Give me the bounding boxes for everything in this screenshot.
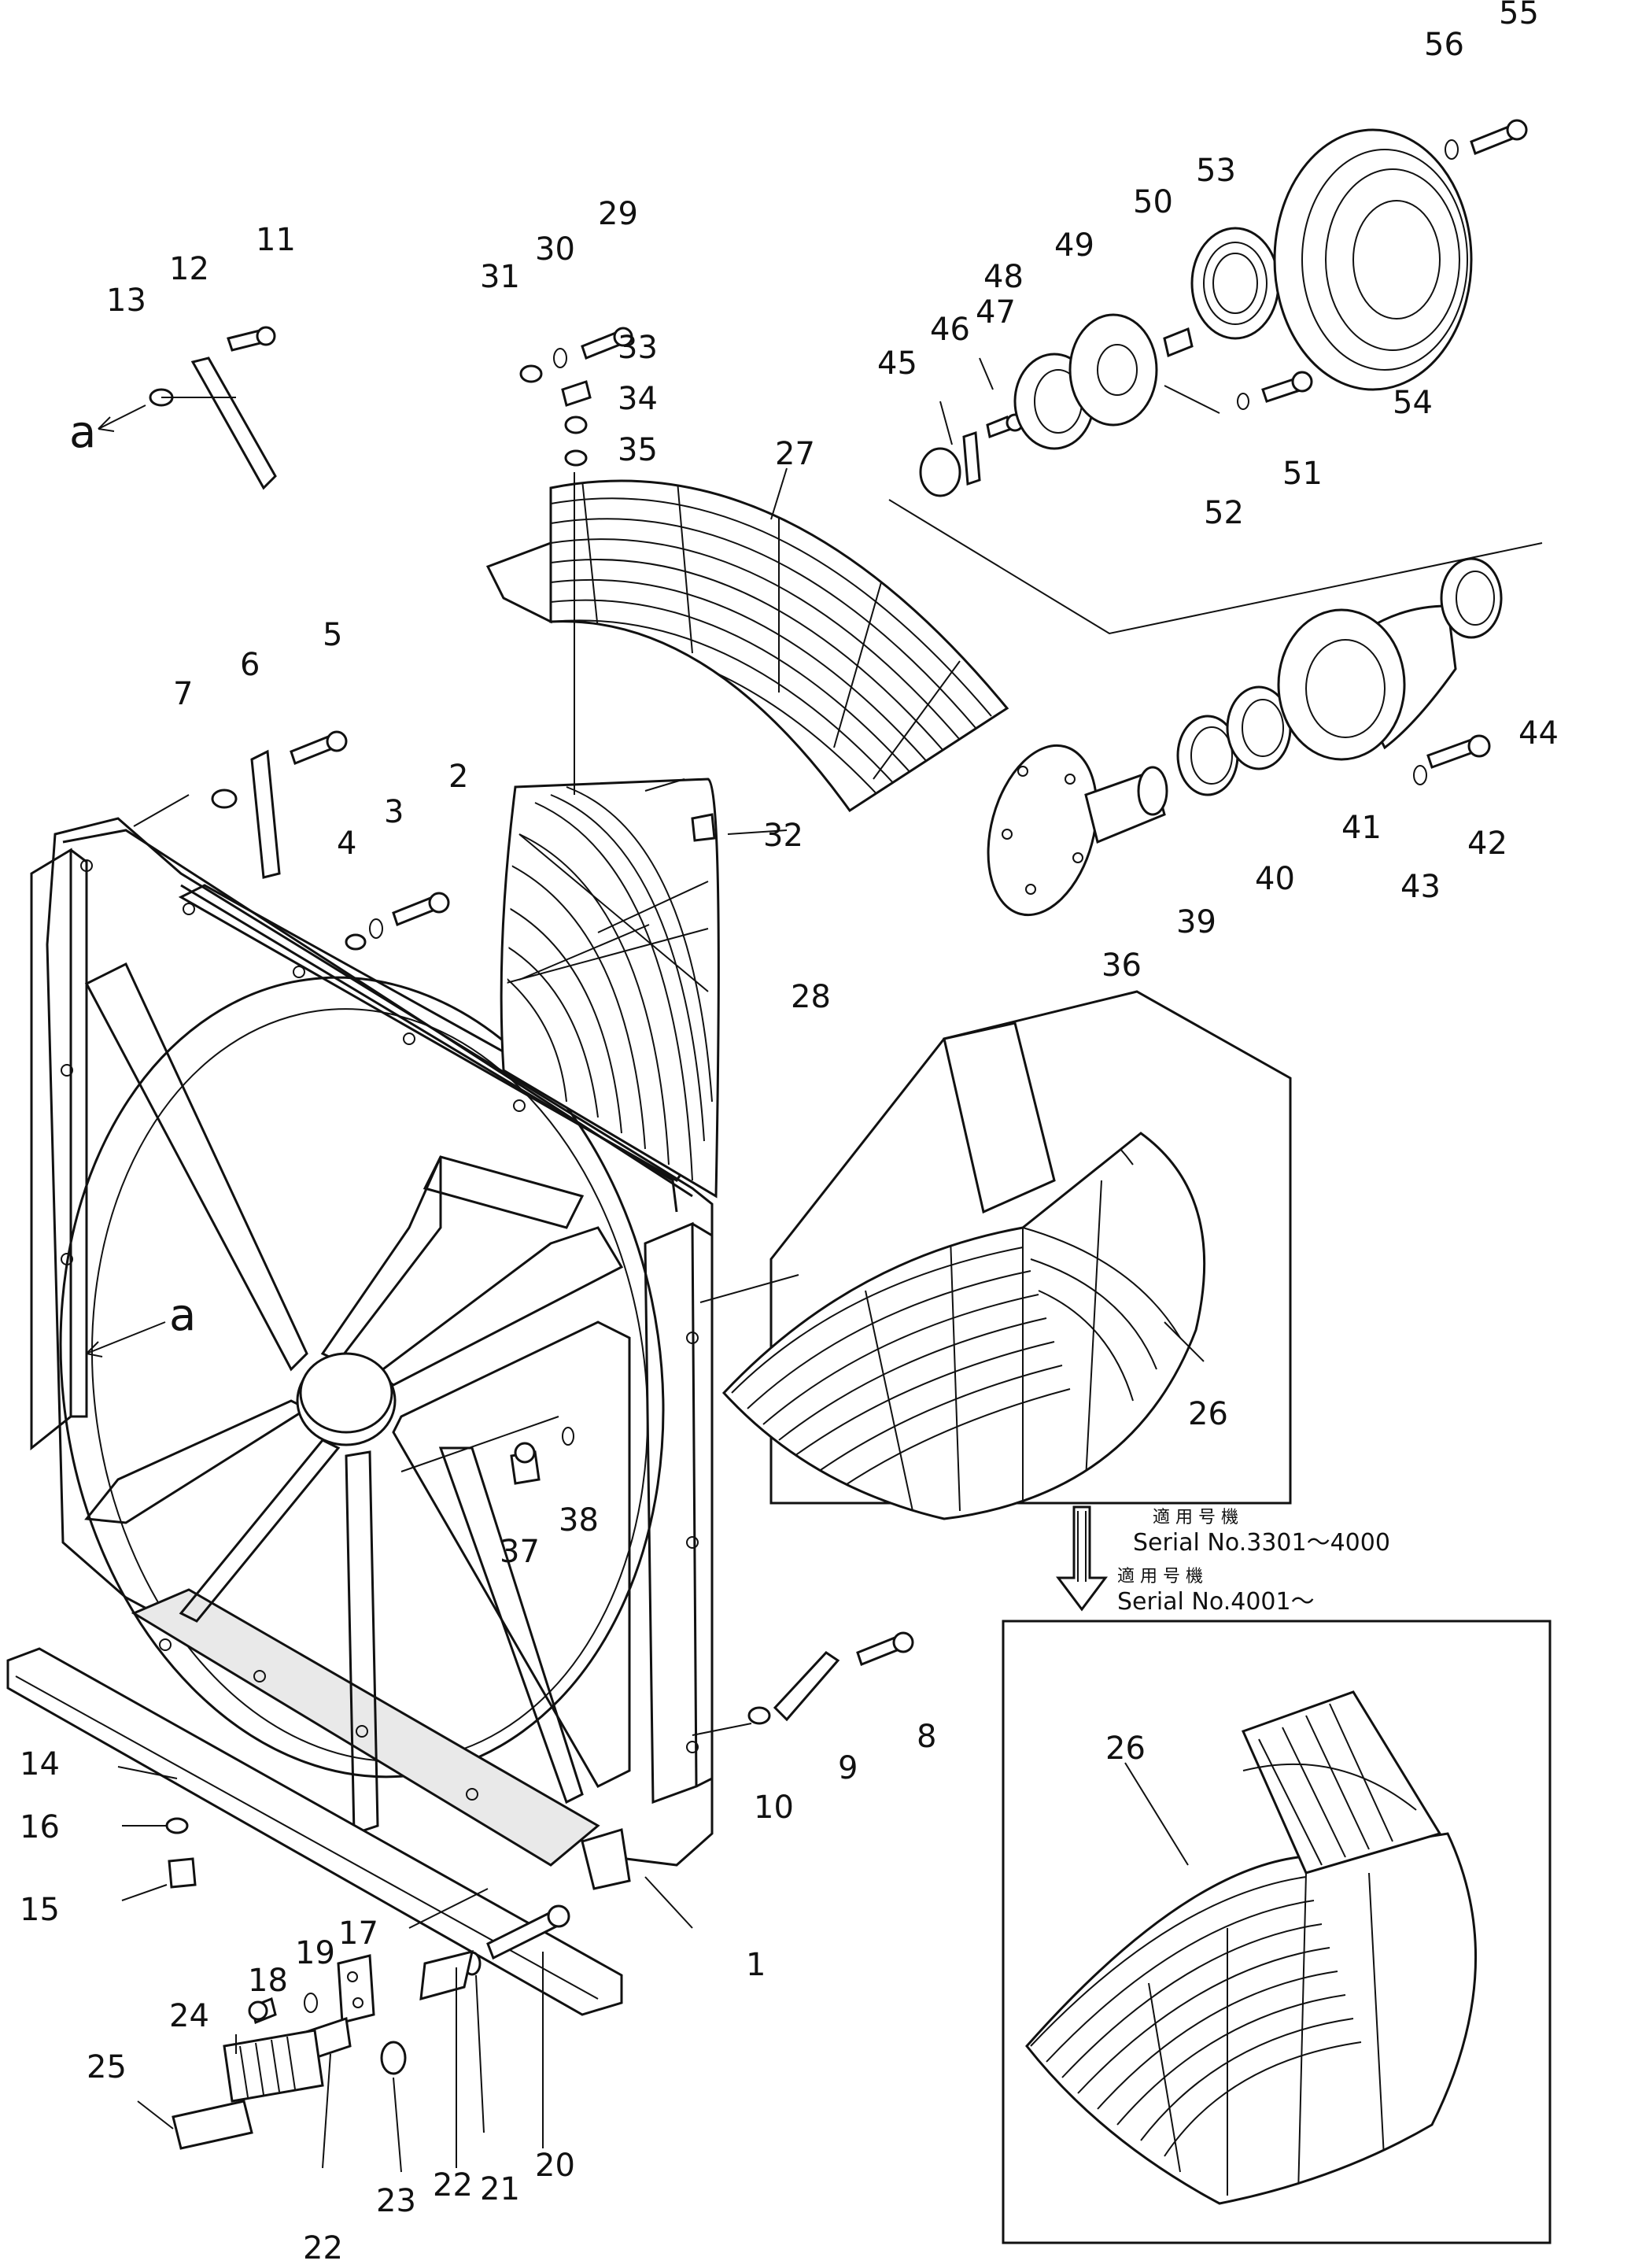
label-11: 11 bbox=[256, 222, 296, 258]
label-12: 12 bbox=[169, 251, 209, 287]
label-3: 3 bbox=[384, 794, 404, 830]
label-22a: 22 bbox=[433, 2167, 473, 2203]
label-54: 54 bbox=[1393, 385, 1433, 421]
label-43: 43 bbox=[1400, 869, 1441, 905]
label-21: 21 bbox=[480, 2171, 520, 2207]
label-13: 13 bbox=[106, 283, 146, 319]
serial-range-2: Serial No.4001～ bbox=[1117, 1588, 1315, 1616]
label-42: 42 bbox=[1467, 826, 1507, 862]
label-29: 29 bbox=[598, 196, 638, 232]
label-34: 34 bbox=[618, 381, 658, 417]
label-48: 48 bbox=[983, 259, 1024, 295]
label-40: 40 bbox=[1255, 861, 1295, 897]
label-50: 50 bbox=[1133, 184, 1173, 220]
label-53: 53 bbox=[1196, 153, 1236, 189]
label-55: 55 bbox=[1499, 0, 1539, 31]
fan-hub-assembly bbox=[888, 119, 1543, 917]
reference-arrows bbox=[86, 404, 166, 1357]
serial-range-1: Serial No.3301～4000 bbox=[1133, 1529, 1390, 1557]
part-labels: 1 2 3 4 5 6 7 8 9 10 11 12 13 14 15 16 1… bbox=[20, 0, 1559, 2266]
label-15: 15 bbox=[20, 1892, 60, 1928]
label-16: 16 bbox=[20, 1809, 60, 1845]
label-18: 18 bbox=[248, 1963, 288, 1999]
detail-box-guard-4001 bbox=[1002, 1620, 1552, 2244]
label-2: 2 bbox=[448, 759, 468, 795]
label-33: 33 bbox=[618, 330, 658, 366]
label-30: 30 bbox=[535, 231, 575, 268]
label-22b: 22 bbox=[303, 2230, 343, 2264]
label-37: 37 bbox=[500, 1534, 540, 1570]
label-46: 46 bbox=[930, 312, 970, 348]
applicable-models-label-1: 適 用 号 機 bbox=[1153, 1508, 1238, 1527]
label-4: 4 bbox=[337, 826, 356, 862]
label-45: 45 bbox=[877, 345, 917, 382]
reference-a-top: a bbox=[69, 407, 96, 458]
label-17: 17 bbox=[338, 1915, 378, 1952]
fan-guard-side bbox=[500, 778, 720, 1199]
reference-a-shroud: a bbox=[169, 1290, 196, 1341]
hardware bbox=[6, 326, 914, 2150]
serial-notes: 適 用 号 機 Serial No.3301～4000 適 用 号 機 Seri… bbox=[1117, 1508, 1390, 1616]
label-10: 10 bbox=[754, 1790, 794, 1826]
label-14: 14 bbox=[20, 1746, 60, 1782]
label-39: 39 bbox=[1176, 904, 1216, 940]
label-6: 6 bbox=[240, 647, 260, 683]
label-31: 31 bbox=[480, 259, 520, 295]
label-41: 41 bbox=[1341, 810, 1382, 846]
label-49: 49 bbox=[1054, 227, 1094, 264]
label-36: 36 bbox=[1101, 947, 1142, 984]
detail-box-guard-3301 bbox=[721, 990, 1292, 1520]
serial-arrow bbox=[1056, 1505, 1108, 1612]
label-51: 51 bbox=[1282, 456, 1323, 492]
label-8: 8 bbox=[917, 1719, 936, 1755]
label-32: 32 bbox=[763, 818, 803, 854]
label-7: 7 bbox=[173, 676, 193, 712]
label-47: 47 bbox=[976, 294, 1016, 331]
label-9: 9 bbox=[838, 1750, 858, 1786]
label-28: 28 bbox=[791, 979, 831, 1015]
label-52: 52 bbox=[1204, 495, 1244, 531]
label-38: 38 bbox=[559, 1502, 599, 1538]
label-27: 27 bbox=[775, 436, 815, 472]
label-19: 19 bbox=[295, 1935, 335, 1971]
label-56: 56 bbox=[1424, 27, 1464, 63]
applicable-models-label-2: 適 用 号 機 bbox=[1117, 1567, 1203, 1586]
label-35: 35 bbox=[618, 432, 658, 468]
fan-guard-upper bbox=[485, 479, 1009, 813]
label-20: 20 bbox=[535, 2148, 575, 2184]
label-24: 24 bbox=[169, 1998, 209, 2034]
label-25: 25 bbox=[87, 2049, 127, 2085]
label-23: 23 bbox=[376, 2183, 416, 2219]
leader-lines bbox=[117, 357, 1205, 2173]
label-5: 5 bbox=[323, 617, 342, 653]
label-1: 1 bbox=[746, 1947, 766, 1983]
fan-shroud bbox=[30, 817, 714, 1890]
label-26b: 26 bbox=[1105, 1731, 1146, 1767]
label-26a: 26 bbox=[1188, 1396, 1228, 1432]
label-44: 44 bbox=[1518, 715, 1559, 752]
